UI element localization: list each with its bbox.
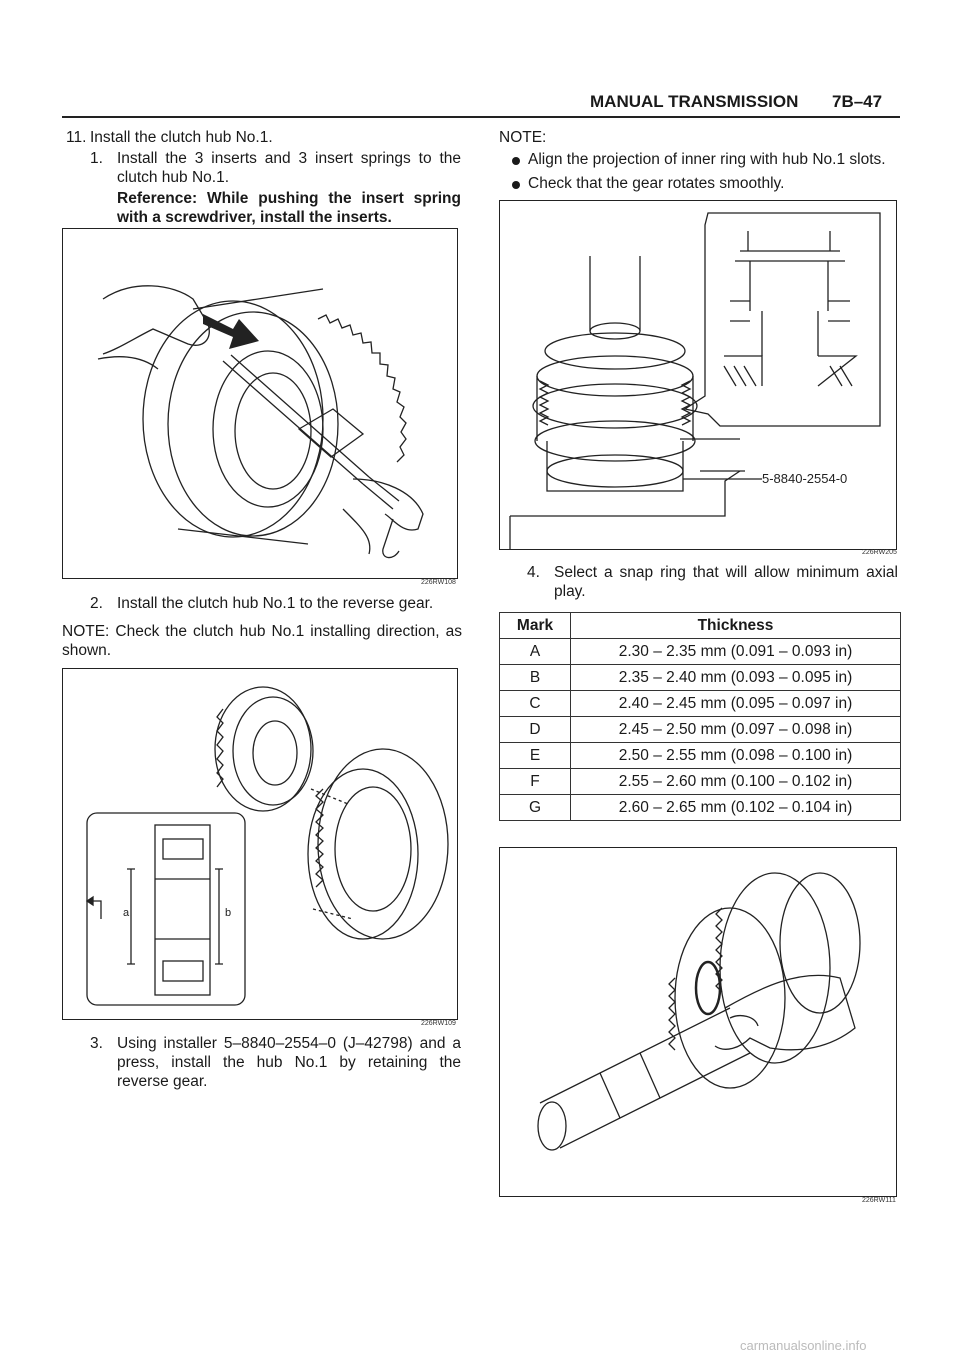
substep-2-number: 2. — [90, 595, 103, 612]
installer-part-number: 5-8840-2554-0 — [762, 471, 847, 486]
note-installing-direction-line1: NOTE: Check the clutch hub No.1 installi… — [62, 623, 462, 640]
figure-1-id: 226RW108 — [421, 579, 456, 586]
substep-3-line1: Using installer 5–8840–2554–0 (J–42798) … — [117, 1035, 461, 1052]
thickness-cell: 2.45 – 2.50 mm (0.097 – 0.098 in) — [570, 716, 901, 743]
thickness-cell: 2.40 – 2.45 mm (0.095 – 0.097 in) — [570, 690, 901, 717]
thickness-cell: 2.60 – 2.65 mm (0.102 – 0.104 in) — [570, 794, 901, 821]
substep-1-number: 1. — [90, 150, 103, 167]
watermark-footer: carmanualsonline.info — [740, 1338, 867, 1353]
mark-cell: G — [499, 794, 571, 821]
mark-cell: E — [499, 742, 571, 769]
thickness-cell: 2.35 – 2.40 mm (0.093 – 0.095 in) — [570, 664, 901, 691]
substep-3-number: 3. — [90, 1035, 103, 1052]
table-header-row: Mark Thickness — [499, 612, 901, 639]
column-header-mark: Mark — [499, 612, 571, 639]
note-label: NOTE: — [499, 129, 547, 146]
substep-1-line2: clutch hub No.1. — [117, 169, 230, 186]
reference-line2: with a screwdriver, install the inserts. — [117, 209, 392, 226]
mark-cell: D — [499, 716, 571, 743]
thickness-cell: 2.30 – 2.35 mm (0.091 – 0.093 in) — [570, 638, 901, 665]
figure-snap-ring-install — [499, 847, 897, 1197]
mark-cell: C — [499, 690, 571, 717]
figure-installer-press: 5-8840-2554-0 — [499, 200, 897, 550]
snap-ring-install-illustration — [537, 872, 861, 1151]
figure-hub-direction: a b — [62, 668, 458, 1020]
substep-2-text: Install the clutch hub No.1 to the rever… — [117, 595, 434, 612]
header-rule — [62, 116, 900, 118]
mark-cell: B — [499, 664, 571, 691]
note-bullet-1: Align the projection of inner ring with … — [528, 151, 886, 168]
bullet-icon — [512, 181, 520, 189]
bullet-icon — [512, 157, 520, 165]
figure-clutch-hub-insert — [62, 228, 458, 579]
step-11-number: 11. — [66, 129, 87, 146]
note-installing-direction-line2: shown. — [62, 642, 112, 659]
substep-4-number: 4. — [527, 564, 540, 581]
reference-line1: Reference: While pushing the insert spri… — [117, 190, 461, 207]
column-header-thickness: Thickness — [570, 612, 901, 639]
figure-3-id: 226RW205 — [862, 549, 897, 556]
substep-4-line2: play. — [554, 583, 586, 600]
figure-2-id: 226RW109 — [421, 1020, 456, 1027]
substep-3-line3: reverse gear. — [117, 1073, 208, 1090]
thickness-cell: 2.50 – 2.55 mm (0.098 – 0.100 in) — [570, 742, 901, 769]
note-bullet-2: Check that the gear rotates smoothly. — [528, 175, 785, 192]
figure-4-id: 226RW111 — [862, 1197, 896, 1204]
mark-cell: F — [499, 768, 571, 795]
hub-direction-illustration: a b — [85, 686, 449, 1006]
thickness-cell: 2.55 – 2.60 mm (0.100 – 0.102 in) — [570, 768, 901, 795]
step-11-text: Install the clutch hub No.1. — [90, 129, 273, 146]
substep-1-line1: Install the 3 inserts and 3 insert sprin… — [117, 150, 461, 167]
substep-4-line1: Select a snap ring that will allow minim… — [554, 564, 898, 581]
substep-3-line2: press, install the hub No.1 by retaining… — [117, 1054, 461, 1071]
mark-cell: A — [499, 638, 571, 665]
label-b: b — [225, 907, 231, 919]
page-number: 7B–47 — [832, 92, 883, 111]
installer-press-illustration: 5-8840-2554-0 — [509, 212, 881, 549]
label-a: a — [123, 907, 130, 919]
clutch-hub-insert-illustration — [97, 285, 424, 559]
section-title: MANUAL TRANSMISSION — [590, 92, 799, 111]
